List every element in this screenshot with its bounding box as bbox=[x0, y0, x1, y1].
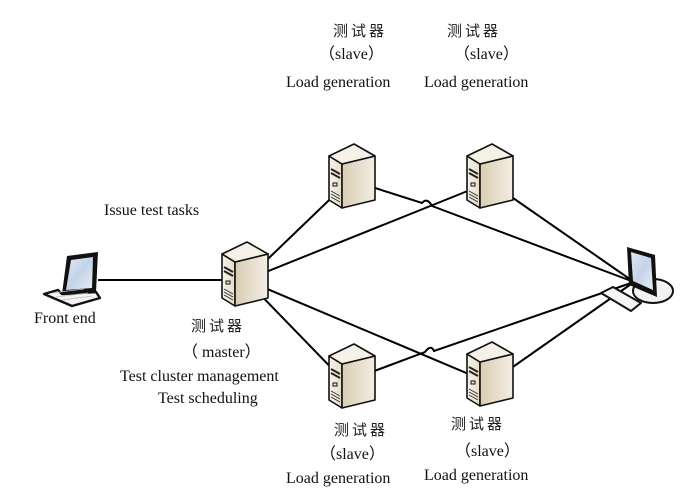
slave-bot-2-desc: Load generation bbox=[424, 467, 529, 484]
edge-slave-top-2-target bbox=[489, 181, 635, 283]
slave-server-top-1-icon bbox=[328, 143, 376, 209]
slave-top-1-name-cn: 测试器 bbox=[333, 22, 388, 40]
master-server-icon bbox=[221, 241, 269, 307]
slave-top-2-role: （slave） bbox=[454, 46, 519, 63]
master-role: （ master） bbox=[182, 344, 261, 361]
slave-server-top-2-icon bbox=[466, 143, 514, 209]
edge-master-slave-bot-2 bbox=[245, 279, 491, 384]
edge-label-issue-tasks: Issue test tasks bbox=[104, 202, 200, 219]
slave-bot-2-role: （slave） bbox=[455, 443, 520, 460]
master-desc-cluster-management: Test cluster management bbox=[120, 368, 279, 385]
slave-top-2-desc: Load generation bbox=[424, 74, 529, 91]
slave-top-1-role: （slave） bbox=[319, 46, 384, 63]
edge-master-slave-top-2 bbox=[245, 181, 491, 281]
desktop-computer-icon bbox=[600, 247, 674, 312]
frontend-label: Front end bbox=[34, 310, 96, 327]
edge-slave-top-1-target bbox=[349, 179, 635, 283]
master-desc-scheduling: Test scheduling bbox=[158, 390, 258, 407]
slave-bot-2-name-cn: 测试器 bbox=[451, 415, 506, 433]
master-name-cn: 测试器 bbox=[191, 317, 246, 335]
slave-server-bot-1-icon bbox=[328, 343, 376, 409]
edge-slave-bot-1-target bbox=[344, 281, 635, 383]
slave-bot-1-desc: Load generation bbox=[286, 470, 391, 487]
slave-top-1-desc: Load generation bbox=[286, 74, 391, 91]
slave-server-bot-2-icon bbox=[466, 341, 514, 407]
laptop-icon bbox=[42, 252, 102, 308]
slave-bot-1-role: （slave） bbox=[320, 446, 385, 463]
slave-top-2-name-cn: 测试器 bbox=[447, 22, 502, 40]
slave-bot-1-name-cn: 测试器 bbox=[334, 421, 389, 439]
